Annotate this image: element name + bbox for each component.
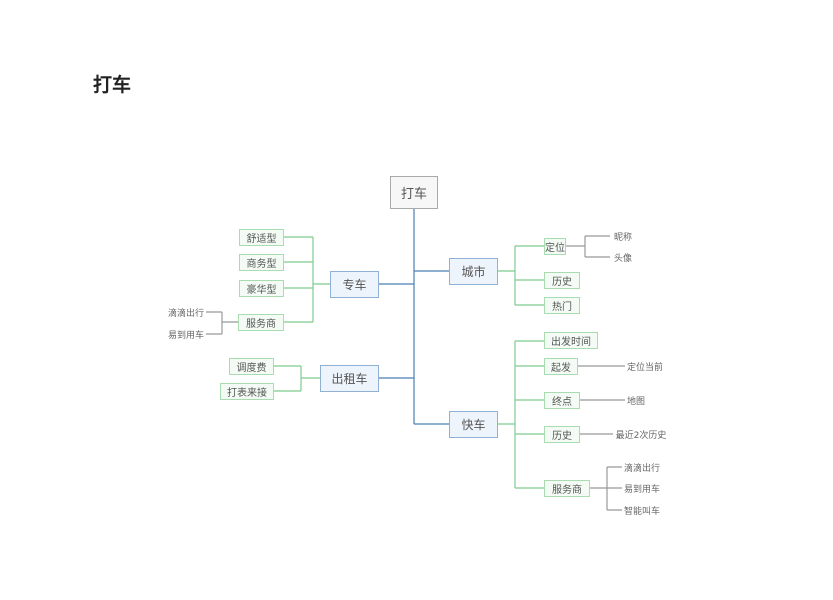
node-dingwei[interactable]: 定位 xyxy=(544,238,566,255)
leaf-touxiang[interactable]: 头像 xyxy=(613,254,632,264)
leaf-kuaiche-zhineng[interactable]: 智能叫车 xyxy=(623,507,660,517)
node-kuaiche[interactable]: 快车 xyxy=(449,411,498,438)
kuaiche-fuwushang-bracket xyxy=(590,466,622,511)
leaf-zuijin-lishi[interactable]: 最近2次历史 xyxy=(615,431,667,441)
chuzuche-bracket xyxy=(274,365,320,392)
node-haohuaxing[interactable]: 豪华型 xyxy=(239,280,284,297)
leaf-zhuanche-didi[interactable]: 滴滴出行 xyxy=(167,309,204,319)
node-diaodufei[interactable]: 调度费 xyxy=(229,358,274,375)
node-shushixing[interactable]: 舒适型 xyxy=(239,229,284,246)
node-chengshi[interactable]: 城市 xyxy=(449,258,498,285)
leaf-dingweidangqian[interactable]: 定位当前 xyxy=(626,363,663,373)
kuaiche-bracket xyxy=(498,340,544,489)
node-shangwuxing[interactable]: 商务型 xyxy=(239,254,284,271)
node-kuaiche-fuwushang[interactable]: 服务商 xyxy=(544,480,590,497)
node-qifa[interactable]: 起发 xyxy=(544,358,578,375)
node-dabiaolaijie[interactable]: 打表来接 xyxy=(220,383,274,400)
dingwei-bracket xyxy=(566,235,610,258)
chengshi-bracket xyxy=(498,245,544,306)
zhuanche-fuwushang-bracket xyxy=(206,311,238,335)
page-title: 打车 xyxy=(93,74,132,96)
leaf-nicheng[interactable]: 昵称 xyxy=(613,233,632,243)
node-remen[interactable]: 热门 xyxy=(544,297,580,314)
node-zhuanche-fuwushang[interactable]: 服务商 xyxy=(238,314,284,331)
node-chengshi-lishi[interactable]: 历史 xyxy=(544,272,580,289)
leaf-ditu[interactable]: 地图 xyxy=(626,397,645,407)
leaf-kuaiche-didi[interactable]: 滴滴出行 xyxy=(623,464,660,474)
leaf-kuaiche-yidao[interactable]: 易到用车 xyxy=(623,485,660,495)
leaf-zhuanche-yidao[interactable]: 易到用车 xyxy=(167,331,204,341)
node-chufashijian[interactable]: 出发时间 xyxy=(544,332,598,349)
node-zhuanche[interactable]: 专车 xyxy=(330,271,379,298)
node-zhongdian[interactable]: 终点 xyxy=(544,392,580,409)
node-chuzuche[interactable]: 出租车 xyxy=(320,365,379,392)
node-kuaiche-lishi[interactable]: 历史 xyxy=(544,426,580,443)
zhuanche-bracket xyxy=(284,236,330,323)
node-root[interactable]: 打车 xyxy=(390,176,438,209)
